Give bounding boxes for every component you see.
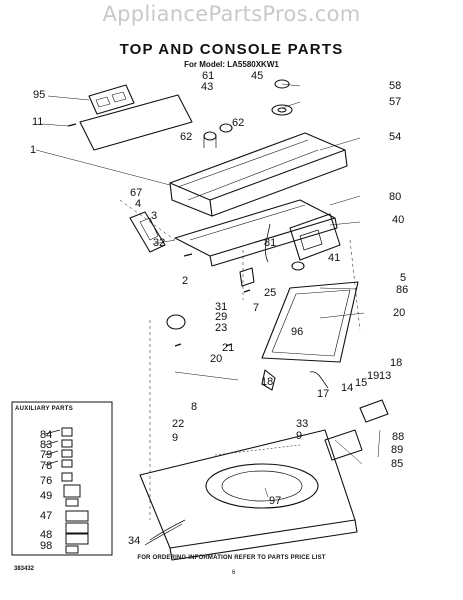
callout-81: 81 (264, 237, 277, 249)
callout-85: 85 (391, 458, 404, 470)
callout-8: 8 (191, 401, 198, 413)
auxiliary-parts-title: AUXILIARY PARTS (15, 406, 74, 412)
callout-95: 95 (33, 89, 46, 101)
callout-61: 61 (202, 70, 215, 82)
aux-callout-76: 76 (40, 475, 53, 487)
callout-80: 80 (389, 191, 402, 203)
callout-14: 14 (341, 382, 354, 394)
callout-62-right: 62 (232, 117, 245, 129)
callout-33: 33 (296, 418, 309, 430)
callout-13: 13 (379, 370, 392, 382)
callout-54: 54 (389, 131, 402, 143)
callout-7: 7 (253, 302, 260, 314)
callout-22: 22 (172, 418, 185, 430)
callout-5: 5 (400, 272, 407, 284)
callout-31: 31 (215, 301, 228, 313)
console-base (174, 199, 338, 267)
aux-callout-98: 98 (40, 540, 53, 552)
callout-1: 1 (30, 144, 37, 156)
callout-9-right: 9 (296, 430, 303, 442)
callout-19: 19 (367, 370, 380, 382)
callout-34: 34 (128, 535, 141, 547)
callout-4: 4 (135, 198, 142, 210)
callout-62-left: 62 (180, 131, 193, 143)
callout-25: 25 (264, 287, 277, 299)
callout-21: 21 (222, 342, 235, 354)
callout-15: 15 (355, 377, 368, 389)
end-cap (129, 211, 166, 253)
aux-callout-47: 47 (40, 510, 53, 522)
callout-86: 86 (396, 284, 409, 296)
callout-2: 2 (182, 275, 189, 287)
callout-20-left: 20 (210, 353, 223, 365)
callout-89: 89 (391, 444, 404, 456)
console-panel (169, 132, 348, 217)
aux-callout-79: 79 (40, 449, 53, 461)
callout-88: 88 (392, 431, 405, 443)
callout-3: 3 (151, 210, 158, 222)
callout-18-right: 18 (390, 357, 403, 369)
callout-23: 23 (215, 322, 228, 334)
callout-11: 11 (32, 116, 44, 128)
callout-96: 96 (291, 326, 304, 338)
washer-lid (261, 281, 359, 363)
callout-18-left: 18 (261, 376, 274, 388)
page-title: TOP AND CONSOLE PARTS (119, 41, 344, 58)
aux-callout-83: 83 (40, 439, 53, 451)
callout-40: 40 (392, 214, 405, 226)
watermark: AppliancePartsPros.com (102, 2, 361, 26)
switch-box (289, 213, 341, 261)
auxiliary-parts-box (11, 401, 113, 556)
document-number: 383432 (14, 566, 35, 572)
callout-45: 45 (251, 70, 264, 82)
washer-top (139, 429, 358, 561)
aux-callout-48: 48 (40, 529, 53, 541)
callout-20-right: 20 (393, 307, 406, 319)
model-subtitle: For Model: LA5580XKW1 (184, 60, 279, 69)
callout-67: 67 (130, 187, 143, 199)
back-panel (79, 84, 193, 151)
callout-41: 41 (328, 252, 341, 264)
aux-callout-49: 49 (40, 490, 53, 502)
callout-17: 17 (317, 388, 330, 400)
aux-callout-84: 84 (40, 429, 53, 441)
callout-58: 58 (389, 80, 402, 92)
callout-57: 57 (389, 96, 402, 108)
callout-43: 43 (201, 81, 214, 93)
callout-29: 29 (215, 311, 228, 323)
callout-97: 97 (269, 495, 282, 507)
callout-9-left: 9 (172, 432, 179, 444)
page-number: 6 (232, 570, 236, 576)
aux-callout-78: 78 (40, 460, 53, 472)
callout-32: 32 (153, 237, 166, 249)
ordering-footer: FOR ORDERING INFORMATION REFER TO PARTS … (137, 555, 326, 561)
